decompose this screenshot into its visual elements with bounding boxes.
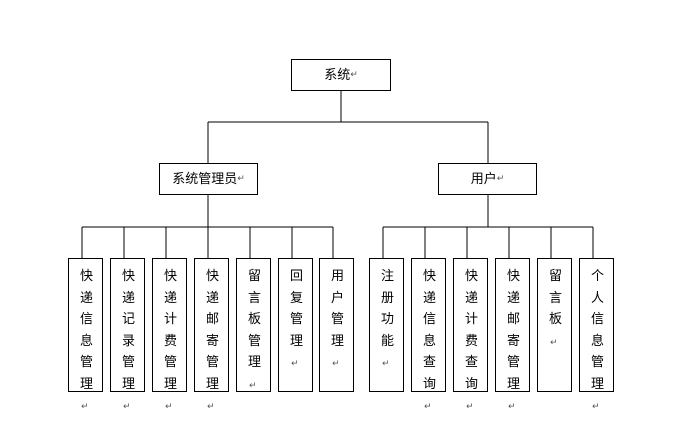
paragraph-mark: ↵	[508, 402, 516, 412]
leaf-label: 快递信息管理	[80, 269, 94, 392]
root-node: 系统↵	[291, 59, 391, 91]
leaf-label: 个人信息管理	[591, 269, 605, 392]
leaf-node-admin-6: 回复管理 ↵	[278, 258, 313, 392]
leaf-node-user-2: 快递信息查询 ↵	[411, 258, 446, 412]
branch-label-user: 用户	[470, 171, 497, 187]
leaf-label: 快递信息查询	[423, 269, 437, 392]
paragraph-mark: ↵	[123, 402, 131, 412]
leaf-label: 注册功能	[381, 269, 395, 349]
leaf-node-admin-4: 快递邮寄管理 ↵	[194, 258, 229, 412]
paragraph-mark: ↵	[466, 402, 474, 412]
paragraph-mark: ↵	[496, 173, 505, 184]
leaf-node-admin-1: 快递信息管理 ↵	[68, 258, 103, 412]
paragraph-mark: ↵	[592, 402, 600, 412]
paragraph-mark: ↵	[550, 337, 558, 348]
leaf-label: 回复管理	[290, 269, 304, 349]
leaf-node-admin-2: 快递记录管理 ↵	[110, 258, 145, 412]
leaf-label: 快递计费管理	[164, 269, 178, 392]
leaf-node-user-4: 快递邮寄管理 ↵	[495, 258, 530, 412]
leaf-node-user-3: 快递计费查询 ↵	[453, 258, 488, 412]
leaf-label: 用户管理	[331, 269, 345, 349]
leaf-node-user-5: 留言板 ↵	[537, 258, 572, 392]
leaf-label: 快递记录管理	[122, 269, 136, 392]
leaf-label: 快递邮寄管理	[206, 269, 220, 392]
paragraph-mark: ↵	[165, 402, 173, 412]
paragraph-mark: ↵	[382, 359, 390, 369]
paragraph-mark: ↵	[81, 402, 89, 412]
branch-node-admin: 系统管理员↵	[159, 163, 258, 195]
leaf-node-admin-5: 留言板管理 ↵	[236, 258, 271, 392]
branch-label-admin: 系统管理员	[172, 171, 238, 187]
leaf-node-admin-7: 用户管理 ↵	[319, 258, 354, 392]
paragraph-mark: ↵	[424, 402, 432, 412]
leaf-label: 留言板管理	[248, 269, 262, 370]
paragraph-mark: ↵	[332, 359, 340, 369]
paragraph-mark: ↵	[249, 380, 257, 391]
paragraph-mark: ↵	[207, 402, 215, 412]
leaf-label: 快递邮寄管理	[507, 269, 521, 392]
leaf-node-user-6: 个人信息管理 ↵	[579, 258, 614, 412]
paragraph-mark: ↵	[350, 69, 358, 80]
leaf-node-user-1: 注册功能 ↵	[369, 258, 404, 392]
paragraph-mark: ↵	[237, 173, 245, 184]
leaf-label: 留言板	[549, 269, 563, 327]
leaf-label: 快递计费查询	[465, 269, 479, 392]
branch-node-user: 用户↵	[438, 163, 537, 195]
paragraph-mark: ↵	[291, 359, 299, 369]
leaf-node-admin-3: 快递计费管理 ↵	[152, 258, 187, 412]
root-label: 系统	[324, 67, 351, 83]
